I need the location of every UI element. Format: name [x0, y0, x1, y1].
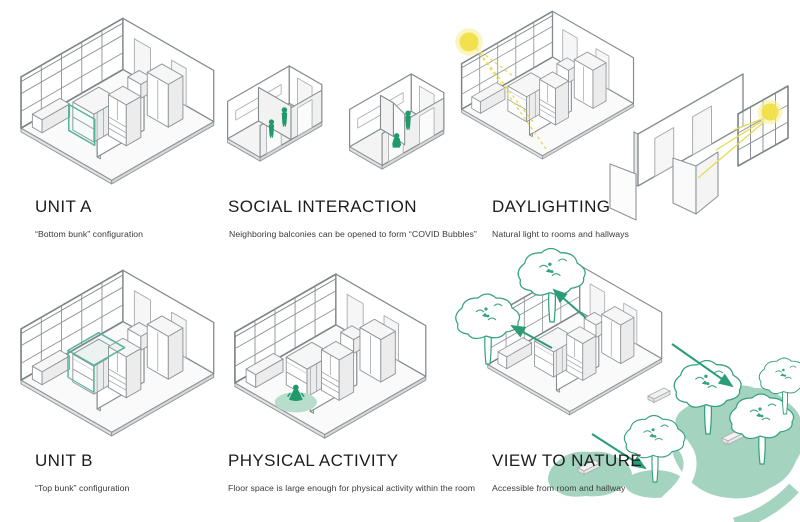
social-interaction-title: SOCIAL INTERACTION [228, 197, 417, 216]
open-door-panels [609, 151, 719, 221]
glazed-wall [20, 17, 124, 129]
physical-activity-caption: Floor space is large enough for physical… [228, 483, 476, 493]
closet [146, 315, 184, 380]
tree-icon [729, 393, 795, 465]
isometric-room [20, 269, 215, 437]
unit-a-title: UNIT A [35, 197, 92, 216]
isometric-room [234, 273, 427, 439]
tree-icon [623, 414, 686, 483]
unit-b-drawing [8, 264, 222, 446]
person-icon [281, 107, 288, 127]
unit-b-title: UNIT B [35, 451, 93, 470]
closet [573, 51, 607, 109]
isometric-room [20, 17, 215, 185]
unit-a-drawing [8, 12, 222, 194]
wardrobe [566, 326, 597, 381]
bottom-bunk-highlight [68, 103, 96, 147]
shelf [31, 97, 71, 134]
daylighting-title: DAYLIGHTING [492, 197, 611, 216]
unit-with-daylight [460, 10, 635, 160]
top-bunk-highlight [67, 331, 126, 393]
divider-open [379, 94, 406, 146]
unit-a-caption: “Bottom bunk” configuration [35, 229, 144, 239]
physical-activity-title: PHYSICAL ACTIVITY [228, 451, 399, 470]
shelf [471, 82, 506, 114]
daylighting-drawing [438, 4, 800, 221]
wardrobe [321, 340, 355, 401]
balcony-pair [348, 73, 445, 170]
tree-icon [758, 357, 800, 415]
sunlight-rays-right [697, 117, 765, 179]
closet [359, 318, 396, 383]
shelf [245, 352, 284, 388]
view-to-nature-title: VIEW TO NATURE [492, 451, 643, 470]
bunk-bed [507, 72, 551, 123]
wardrobe [108, 85, 142, 147]
bench-icon [646, 387, 672, 404]
bench-icon [576, 459, 602, 476]
closet [146, 63, 184, 128]
unit-b-caption: “Top bunk” configuration [35, 483, 130, 493]
divider-closed [257, 86, 292, 141]
tree-icon [517, 247, 586, 323]
shelf [497, 337, 533, 370]
sun-icon [757, 99, 783, 125]
hallway-wall [609, 73, 789, 221]
exercise-mat [274, 392, 318, 413]
physical-activity-drawing [222, 268, 434, 448]
daylighting-caption: Natural light to rooms and hallways [492, 229, 629, 239]
isometric-room [460, 10, 635, 160]
sun-icon [455, 28, 483, 56]
view-arrows [510, 288, 734, 470]
exercising-person-icon [286, 384, 305, 402]
person-crouching-icon [392, 133, 402, 148]
sunlight-rays-left [475, 47, 547, 150]
social-interaction-caption: Neighboring balconies can be opened to f… [229, 229, 477, 239]
shelf [31, 349, 71, 386]
view-to-nature-drawing [440, 246, 800, 522]
social-interaction-drawing [222, 64, 456, 186]
balcony-pair-divider-open [348, 73, 445, 170]
balcony-pair-divider-closed [226, 65, 323, 162]
view-to-nature-caption: Accessible from room and hallway [492, 483, 626, 493]
balcony-pair [226, 65, 323, 162]
closet [601, 306, 635, 365]
person-icon [405, 110, 411, 130]
tree-icon [455, 293, 521, 365]
glazed-wall [234, 273, 337, 384]
wardrobe [539, 71, 569, 126]
person-icon [268, 119, 275, 138]
tree-icon [673, 359, 742, 435]
